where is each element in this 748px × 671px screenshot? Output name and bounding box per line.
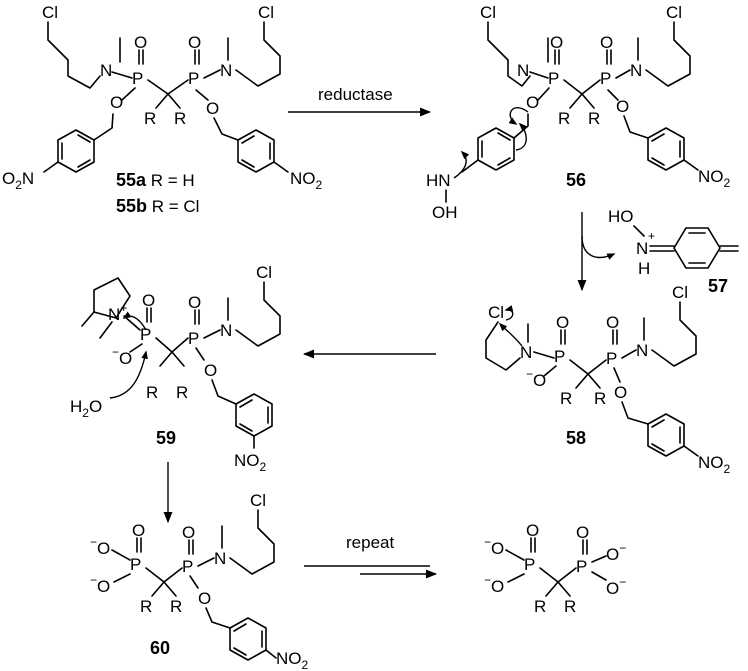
reductase-label: reductase <box>318 85 393 104</box>
o-minus-label: −O <box>484 535 504 558</box>
nitro-label: NO2 <box>698 453 731 476</box>
n-label: N <box>220 321 232 340</box>
repeat-label: repeat <box>346 533 394 552</box>
r-label: R <box>174 109 186 128</box>
n-label: N <box>630 61 642 80</box>
r-label: R <box>534 597 546 616</box>
o-label: O <box>198 589 211 608</box>
r-label: R <box>558 109 570 128</box>
oh-label: OH <box>432 203 458 222</box>
o-label: O <box>142 291 155 310</box>
o-label: O <box>576 523 589 542</box>
compound-55: Cl N P O P O N Cl R R O O2N O <box>2 3 323 216</box>
cl-label: Cl <box>250 491 266 510</box>
p-label: P <box>548 69 559 88</box>
cl-label: Cl <box>42 3 58 22</box>
p-label: P <box>130 555 141 574</box>
o-label: O <box>556 313 569 332</box>
r-label: R <box>146 383 158 402</box>
nitro-label: NO2 <box>698 167 731 190</box>
o-minus-label: O− <box>606 541 626 564</box>
p-label: P <box>188 69 199 88</box>
ho-label: HO <box>608 207 634 226</box>
o-label: O <box>134 33 147 52</box>
compound-58-label: 58 <box>566 428 586 448</box>
cl-label: Cl <box>672 283 688 302</box>
o-label: O <box>550 33 563 52</box>
p-label: P <box>600 69 611 88</box>
o-label: O <box>188 293 201 312</box>
o-label: O <box>182 523 195 542</box>
cl-label: Cl <box>258 3 274 22</box>
n-plus-label: N+ <box>108 301 127 324</box>
o-minus-label: −O <box>90 535 110 558</box>
compound-55b-label: 55b R = Cl <box>116 196 199 216</box>
r-label: R <box>594 389 606 408</box>
n-label: N <box>636 341 648 360</box>
compound-56: Cl N P O P O N Cl R R O HN OH <box>426 3 731 222</box>
r-label: R <box>560 389 572 408</box>
cl-label: Cl <box>480 3 496 22</box>
nitro-label: NO2 <box>290 169 323 192</box>
o-label: O <box>526 93 539 112</box>
r-label: R <box>170 597 182 616</box>
p-label: P <box>140 325 151 344</box>
nitro-label: NO2 <box>234 451 267 474</box>
compound-57: HO N + H 57 <box>608 207 739 296</box>
h-label: H <box>638 259 650 278</box>
p-label: P <box>182 557 193 576</box>
cl-label: Cl <box>666 3 682 22</box>
p-label: P <box>524 555 535 574</box>
o-label: O <box>206 99 219 118</box>
o-label: O <box>132 521 145 540</box>
o-label: O <box>600 33 613 52</box>
compound-59-label: 59 <box>156 428 176 448</box>
o-label: O <box>188 33 201 52</box>
cl-label: Cl <box>256 263 272 282</box>
n-label: N <box>520 343 532 362</box>
r-label: R <box>588 109 600 128</box>
nitro-label: NO2 <box>276 649 309 671</box>
compound-59: N+ P O −O H2O P O N Cl R R O NO2 <box>70 263 281 474</box>
compound-60-label: 60 <box>150 638 170 658</box>
n-label: N <box>220 61 232 80</box>
o-minus-label: −O <box>484 573 504 596</box>
r-label: R <box>564 597 576 616</box>
plus-charge: + <box>648 229 655 243</box>
o-label: O <box>526 521 539 540</box>
o-label: O <box>204 361 217 380</box>
compound-56-label: 56 <box>566 170 586 190</box>
o-label: O <box>614 383 627 402</box>
water-label: H2O <box>70 397 102 420</box>
p-label: P <box>554 347 565 366</box>
o-label: O <box>110 93 123 112</box>
r-label: R <box>140 597 152 616</box>
o-minus-label: −O <box>90 573 110 596</box>
n-label: N <box>636 239 648 258</box>
p-label: P <box>132 69 143 88</box>
compound-55a-label: 55a R = H <box>116 170 195 190</box>
p-label: P <box>606 349 617 368</box>
n-label: N <box>517 61 529 80</box>
p-label: P <box>188 329 199 348</box>
p-label: P <box>576 557 587 576</box>
r-label: R <box>144 109 156 128</box>
n-label: N <box>214 549 226 568</box>
o-minus-label: −O <box>112 345 132 368</box>
o-minus-label: −O <box>526 367 546 390</box>
compound-58: Cl N P O −O P O N Cl R R O NO2 <box>485 283 731 476</box>
hn-label: HN <box>426 171 451 190</box>
nitro-label: O2N <box>2 169 34 192</box>
o-label: O <box>616 97 629 116</box>
compound-57-label: 57 <box>708 276 728 296</box>
n-label: N <box>100 61 112 80</box>
o-label: O <box>606 313 619 332</box>
compound-60: −O P O −O P O N Cl R R O NO2 60 <box>90 491 309 671</box>
o-minus-label: O− <box>606 575 626 598</box>
cl-label: Cl <box>488 303 504 322</box>
r-label: R <box>176 383 188 402</box>
final-product: −O P O −O P O O− O− R R <box>484 521 626 616</box>
